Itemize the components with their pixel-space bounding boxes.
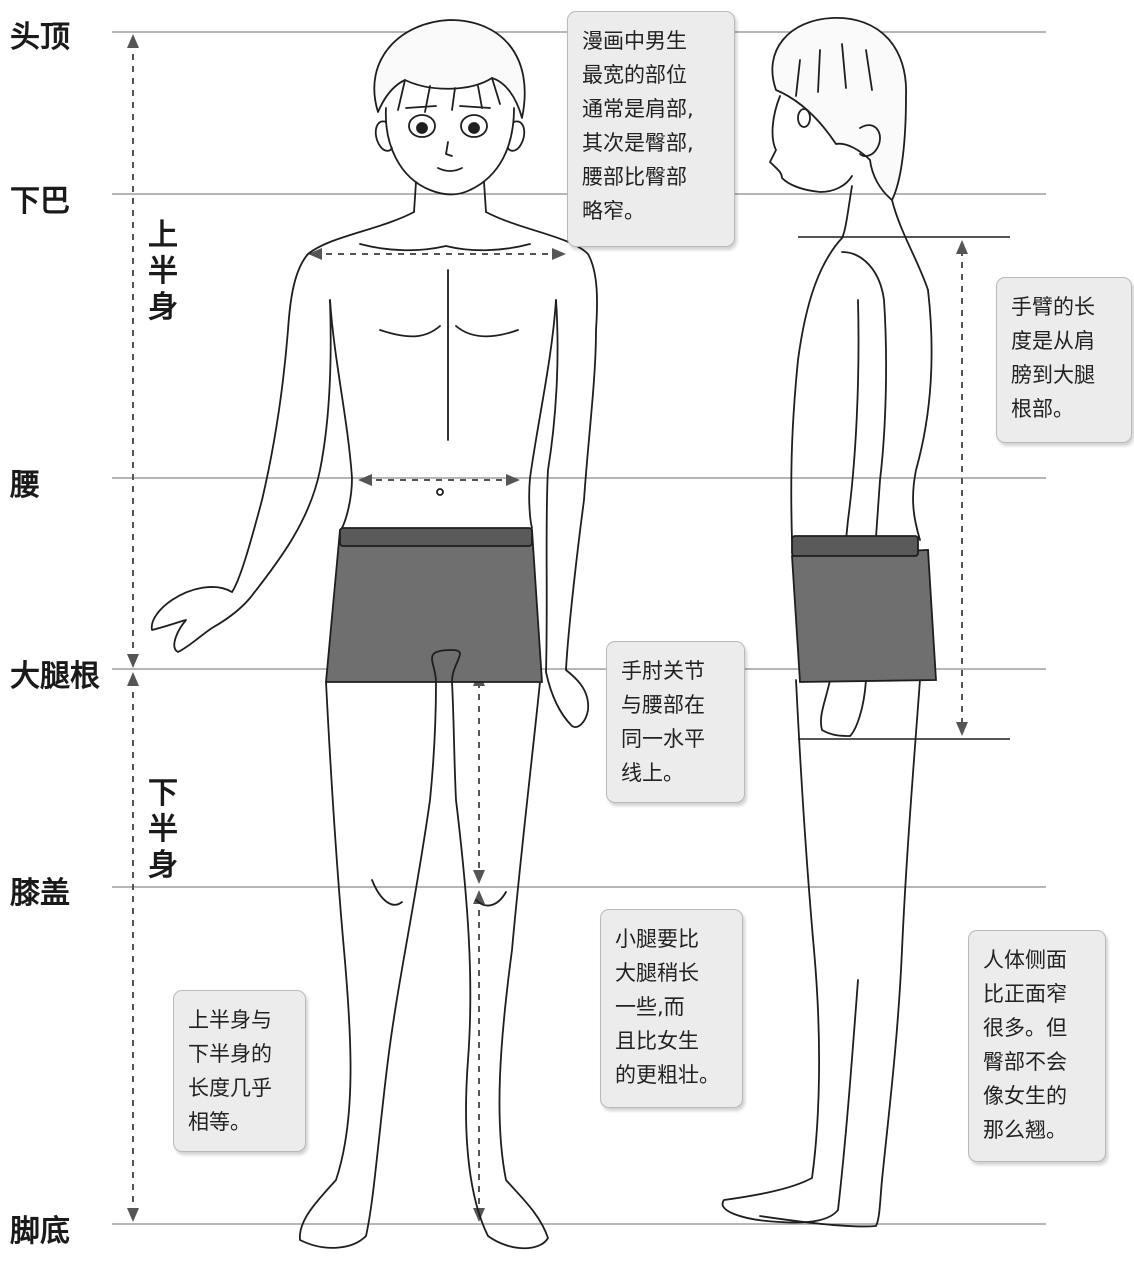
lower-body-char: 下 (148, 776, 178, 811)
front-shorts (325, 527, 543, 683)
note-line: 同一水平 (621, 727, 705, 751)
label-upper-body: 上 半 身 (146, 218, 180, 326)
label-knee: 膝盖 (10, 876, 70, 911)
lower-body-char: 半 (148, 812, 178, 847)
note-line: 最宽的部位 (582, 63, 687, 87)
label-chin: 下巴 (10, 184, 70, 219)
note-line: 漫画中男生 (582, 29, 687, 53)
note-line: 手臂的长 (1011, 295, 1095, 319)
note-side-view: 人体侧面 比正面窄 很多。但 臀部不会 像女生的 那么翘。 (968, 930, 1106, 1162)
label-waist: 腰 (10, 468, 40, 503)
note-line: 下半身的 (188, 1042, 272, 1066)
note-line: 很多。但 (983, 1016, 1067, 1040)
label-lower-body: 下 半 身 (146, 776, 180, 884)
note-elbow: 手肘关节 与腰部在 同一水平 线上。 (606, 641, 745, 803)
note-line: 小腿要比 (615, 927, 699, 951)
note-arm-length: 手臂的长 度是从肩 膀到大腿 根部。 (996, 277, 1132, 443)
note-line: 长度几乎 (188, 1076, 272, 1100)
note-line: 的更粗壮。 (615, 1063, 720, 1087)
note-line: 臀部不会 (983, 1050, 1067, 1074)
label-head-top: 头顶 (10, 20, 70, 55)
note-line: 那么翘。 (983, 1118, 1067, 1142)
note-line: 上半身与 (188, 1008, 272, 1032)
note-line: 通常是肩部, (582, 97, 694, 121)
front-figure (150, 19, 598, 1250)
upper-body-char: 身 (148, 290, 178, 325)
note-line: 线上。 (621, 761, 684, 785)
note-line: 人体侧面 (983, 948, 1067, 972)
note-line: 膀到大腿 (1011, 363, 1095, 387)
note-line: 手肘关节 (621, 659, 705, 683)
upper-body-char: 半 (148, 254, 178, 289)
note-line: 根部。 (1011, 397, 1074, 421)
note-line: 且比女生 (615, 1029, 699, 1053)
note-line: 略窄。 (582, 199, 645, 223)
note-line: 腰部比臀部 (582, 165, 687, 189)
note-line: 比正面窄 (983, 982, 1067, 1006)
note-widest: 漫画中男生 最宽的部位 通常是肩部, 其次是臀部, 腰部比臀部 略窄。 (567, 11, 735, 247)
side-shorts (791, 535, 937, 683)
note-line: 与腰部在 (621, 693, 705, 717)
note-line: 一些,而 (615, 995, 685, 1019)
note-calf: 小腿要比 大腿稍长 一些,而 且比女生 的更粗壮。 (600, 909, 743, 1108)
note-line: 大腿稍长 (615, 961, 699, 985)
label-thigh-root: 大腿根 (10, 659, 100, 694)
note-line: 像女生的 (983, 1084, 1067, 1108)
note-line: 度是从肩 (1011, 329, 1095, 353)
note-halves: 上半身与 下半身的 长度几乎 相等。 (173, 990, 306, 1152)
note-line: 其次是臀部, (582, 131, 694, 155)
lower-body-char: 身 (148, 848, 178, 883)
label-sole: 脚底 (10, 1214, 70, 1249)
note-line: 相等。 (188, 1110, 251, 1134)
upper-body-char: 上 (148, 218, 178, 253)
